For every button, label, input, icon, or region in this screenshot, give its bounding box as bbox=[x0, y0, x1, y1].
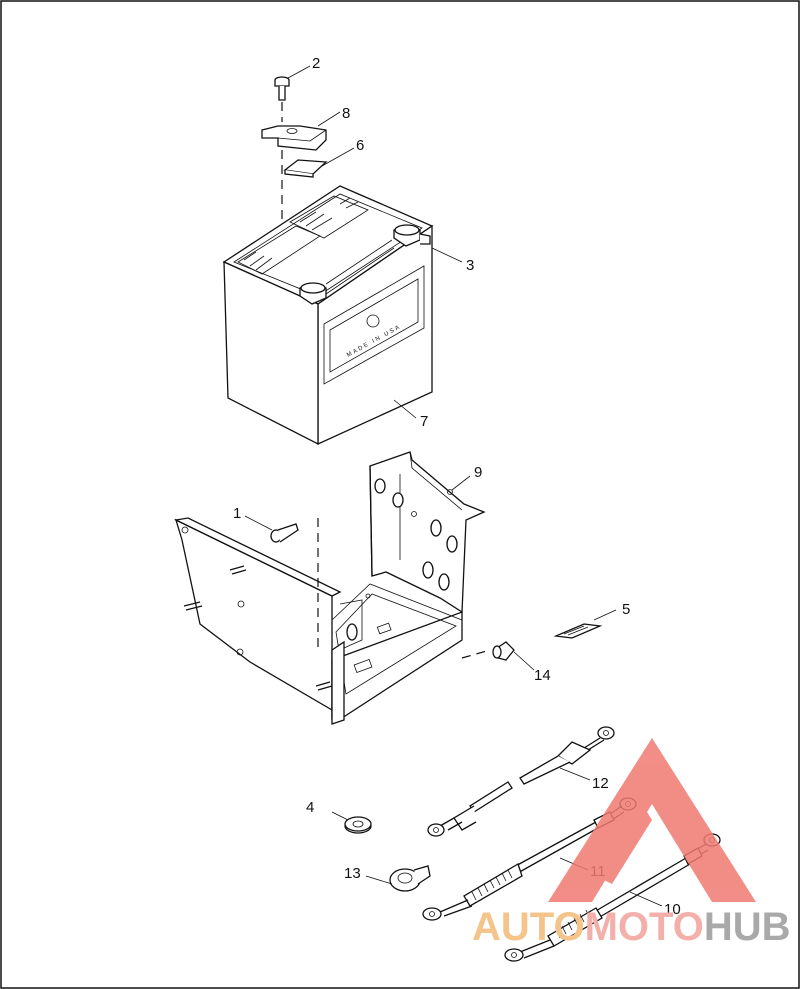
part-12-cable[interactable] bbox=[427, 726, 615, 837]
callout-10: 10 bbox=[664, 901, 681, 918]
callout-7: 7 bbox=[420, 413, 428, 430]
watermark-auto: AUTO bbox=[472, 905, 585, 949]
watermark-hub: HUB bbox=[704, 905, 791, 949]
callout-14: 14 bbox=[534, 667, 551, 684]
callout-12: 12 bbox=[592, 775, 609, 792]
watermark-logo bbox=[548, 738, 756, 902]
callout-5: 5 bbox=[622, 601, 630, 618]
watermark-moto: MOTO bbox=[585, 905, 704, 949]
part-2-screw[interactable] bbox=[274, 76, 290, 101]
callout-1: 1 bbox=[233, 505, 241, 522]
cable-11-spring bbox=[471, 869, 513, 901]
part-13-terminal[interactable] bbox=[389, 865, 431, 892]
assembly-line-14 bbox=[461, 649, 491, 659]
callout-3: 3 bbox=[466, 257, 474, 274]
part-7-battery[interactable]: MADE IN USA bbox=[222, 185, 434, 446]
leader-lines bbox=[244, 65, 663, 907]
callout-6: 6 bbox=[356, 137, 364, 154]
callout-2: 2 bbox=[312, 55, 320, 72]
callout-4: 4 bbox=[306, 799, 314, 816]
watermark-text: AUTOMOTOHUB bbox=[472, 905, 791, 949]
part-5-label[interactable] bbox=[553, 623, 603, 639]
part-14-nut[interactable] bbox=[492, 641, 515, 661]
part-9-battery-tray[interactable] bbox=[173, 451, 486, 725]
part-6-pad[interactable] bbox=[283, 159, 328, 178]
callout-9: 9 bbox=[474, 464, 482, 481]
callout-8: 8 bbox=[342, 105, 350, 122]
part-4-washer[interactable] bbox=[344, 816, 372, 834]
callout-13: 13 bbox=[344, 865, 361, 882]
cable-10-spring bbox=[555, 909, 591, 939]
part-1-screw[interactable] bbox=[270, 523, 299, 543]
part-8-clamp[interactable] bbox=[261, 125, 327, 151]
